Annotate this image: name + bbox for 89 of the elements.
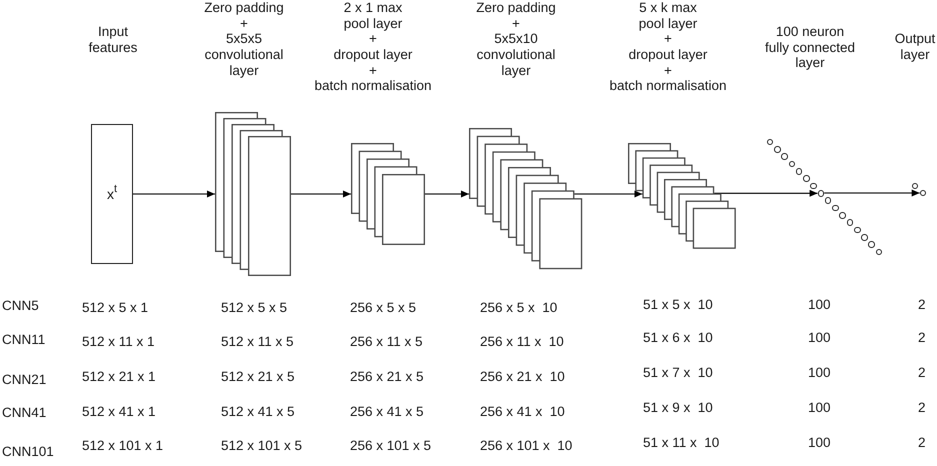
neuron-circle [861, 234, 868, 241]
input-variable: x$^{t}$ [106, 186, 118, 202]
neuron-circle [766, 138, 774, 146]
tensor-size-text: 256 x 5 x 5 [350, 300, 416, 316]
tensor-size-text: 512 x 5 x 5 [221, 300, 288, 316]
tensor-size-text: 256 x 41 x 5 [350, 404, 424, 420]
layer-caption: + [664, 31, 672, 47]
layer-caption: Zero padding [476, 0, 556, 16]
layer-caption: 2 x 1 max pool layer [342, 0, 404, 32]
layer-caption: batch normalisation [314, 78, 432, 94]
tensor-size-text: 256 x 11 x 5 [350, 334, 423, 350]
arrow [714, 190, 818, 197]
layer-caption: Input features [88, 24, 138, 56]
output-count: 2 [918, 297, 926, 313]
tensor-size-text: 512 x 101 x 5 [221, 438, 302, 454]
arrow [291, 190, 351, 198]
layer-caption: Zero padding [204, 0, 284, 16]
neuron-circle [876, 248, 882, 256]
layer-caption: + [664, 62, 672, 78]
neuron-circle [788, 160, 796, 168]
neuron-count: 100 [808, 435, 831, 451]
tensor-size-text: 256 x 21 x 10 [480, 369, 565, 385]
tensor-size-text: 256 x 41 x 10 [480, 404, 565, 420]
layer-caption: 5 x k max pool layer [638, 0, 698, 32]
neuron-circle [796, 168, 802, 175]
feature-map-stack [215, 112, 291, 276]
tensor-size-text: 512 x 101 x 1 [82, 438, 164, 454]
tensor-size-text: 512 x 5 x 1 [82, 300, 148, 316]
neuron-count: 100 [808, 400, 831, 416]
neuron-circle [818, 190, 824, 197]
neuron-circle [868, 241, 876, 248]
output-count: 2 [918, 330, 926, 346]
neuron-circle [781, 153, 788, 160]
model-name: CNN41 [2, 405, 46, 421]
arrow [824, 190, 920, 196]
neuron-circle [839, 212, 846, 219]
tensor-size-text: 256 x 11 x 10 [480, 334, 564, 350]
neuron-circle [774, 146, 781, 153]
layer-caption: dropout layer [334, 47, 412, 63]
layer-caption: Output layer [894, 31, 936, 63]
tensor-size-text: 51 x 5 x 10 [643, 297, 713, 313]
neuron-circle [912, 182, 918, 190]
feature-map-stack [351, 143, 425, 245]
neuron-circle [824, 197, 832, 204]
layer-caption: 5x5x10 convolutional layer [476, 31, 556, 78]
layer-caption: + [369, 62, 377, 78]
arrow [574, 190, 642, 198]
neuron-count: 100 [808, 365, 831, 381]
layer-caption: + [369, 31, 377, 47]
tensor-size-text: 51 x 7 x 10 [643, 365, 713, 381]
tensor-size-text: 256 x 101 x 5 [350, 438, 432, 454]
feature-map-stack [469, 128, 582, 270]
output-count: 2 [918, 435, 926, 451]
layer-caption: 5x5x5 convolutional layer [204, 31, 284, 78]
layer-caption: + [512, 16, 520, 32]
tensor-size-text: 512 x 11 x 1 [82, 334, 155, 350]
layer-caption: dropout layer [628, 47, 708, 63]
tensor-size-text: 256 x 21 x 5 [350, 369, 424, 385]
neuron-circle [854, 226, 861, 234]
tensor-size-text: 51 x 6 x 10 [643, 330, 713, 346]
layer-caption: 100 neuron fully connected layer [764, 24, 856, 71]
output-count: 2 [918, 365, 926, 381]
feature-map-stack [628, 143, 736, 249]
neuron-count: 100 [808, 297, 831, 313]
tensor-size-text: 51 x 9 x 10 [643, 400, 713, 416]
tensor-size-text: 512 x 11 x 5 [221, 334, 294, 350]
neuron-circle [832, 204, 839, 212]
tensor-size-text: 512 x 41 x 5 [221, 404, 295, 420]
model-name: CNN21 [2, 372, 46, 388]
neuron-circle [803, 175, 810, 182]
layer-caption: + [240, 16, 248, 32]
arrow [133, 190, 215, 198]
tensor-size-text: 51 x 11 x 10 [643, 435, 720, 451]
neuron-count: 100 [808, 330, 831, 346]
tensor-size-text: 256 x 5 x 10 [480, 300, 558, 316]
tensor-size-text: 512 x 21 x 1 [82, 369, 156, 385]
layer-box [91, 124, 133, 264]
tensor-size-text: 512 x 21 x 5 [221, 369, 295, 385]
layer-caption: batch normalisation [609, 78, 727, 94]
neuron-circle [920, 190, 926, 196]
output-count: 2 [918, 400, 926, 416]
neuron-circle [846, 219, 854, 226]
arrow [425, 190, 469, 198]
model-name: CNN101 [2, 444, 54, 460]
model-name: CNN11 [2, 332, 46, 348]
tensor-size-text: 256 x 101 x 10 [480, 438, 572, 454]
neuron-circle [810, 182, 817, 190]
tensor-size-text: 512 x 41 x 1 [82, 404, 156, 420]
model-name: CNN5 [2, 298, 39, 314]
